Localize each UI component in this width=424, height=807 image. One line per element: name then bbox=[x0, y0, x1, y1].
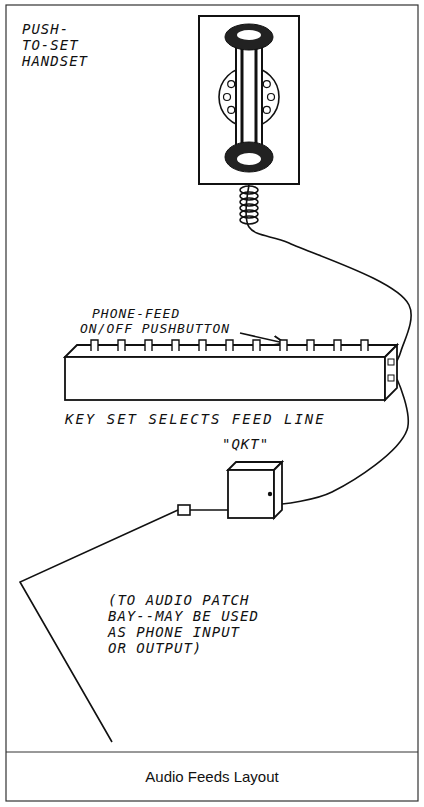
phone-art bbox=[237, 30, 261, 40]
phone-art bbox=[236, 39, 262, 155]
key-set-art bbox=[91, 340, 98, 351]
phone-art bbox=[224, 94, 231, 101]
key-set-art bbox=[280, 340, 287, 351]
phone-art bbox=[263, 106, 270, 113]
part-label: "QKT" bbox=[222, 436, 302, 452]
phone-art bbox=[228, 106, 235, 113]
qkt-art bbox=[228, 470, 274, 518]
figure-caption: Audio Feeds Layout bbox=[6, 768, 418, 785]
qkt-art bbox=[268, 492, 272, 496]
phone-art bbox=[228, 81, 235, 88]
leader-arrow bbox=[240, 333, 284, 343]
shape-outline bbox=[65, 345, 397, 400]
key-set-art bbox=[253, 340, 260, 351]
phone-art bbox=[263, 81, 270, 88]
shape-outline bbox=[228, 462, 282, 518]
phone-art bbox=[225, 24, 273, 50]
caption-rule bbox=[6, 752, 418, 753]
cord-line bbox=[246, 185, 411, 361]
qkt-art bbox=[274, 462, 282, 518]
wall-telephone: PUSH- TO-SET HANDSET bbox=[198, 15, 300, 185]
key-set-art bbox=[307, 340, 314, 351]
callout-label: PHONE-FEED ON/OFF PUSHBUTTON bbox=[80, 307, 238, 337]
part-label: PUSH- TO-SET HANDSET bbox=[22, 21, 94, 69]
phone-art bbox=[199, 16, 299, 184]
phone-art bbox=[242, 43, 256, 151]
key-set-art bbox=[388, 359, 394, 365]
note-label: (TO AUDIO PATCH BAY--MAY BE USED AS PHON… bbox=[108, 592, 264, 656]
qkt-box: "QKT" bbox=[228, 462, 282, 518]
coiled-cord bbox=[240, 186, 258, 224]
key-set-art bbox=[199, 340, 206, 351]
phone-art bbox=[268, 94, 275, 101]
key-set-art bbox=[118, 340, 125, 351]
key-set-art bbox=[226, 340, 233, 351]
frame-border bbox=[6, 5, 418, 801]
key-set-art bbox=[145, 340, 152, 351]
key-set-art bbox=[172, 340, 179, 351]
part-label: KEY SET SELECTS FEED LINE bbox=[65, 411, 385, 427]
key-set-art bbox=[65, 357, 385, 400]
qkt-art bbox=[228, 462, 282, 470]
phone-art bbox=[225, 142, 273, 172]
key-set-art bbox=[334, 340, 341, 351]
key-set-art bbox=[385, 345, 397, 400]
key-set-art bbox=[388, 375, 394, 381]
key-set-box: KEY SET SELECTS FEED LINE bbox=[65, 345, 397, 400]
shape-outline bbox=[198, 15, 300, 185]
key-set-art bbox=[361, 340, 368, 351]
phone-art bbox=[237, 153, 261, 165]
